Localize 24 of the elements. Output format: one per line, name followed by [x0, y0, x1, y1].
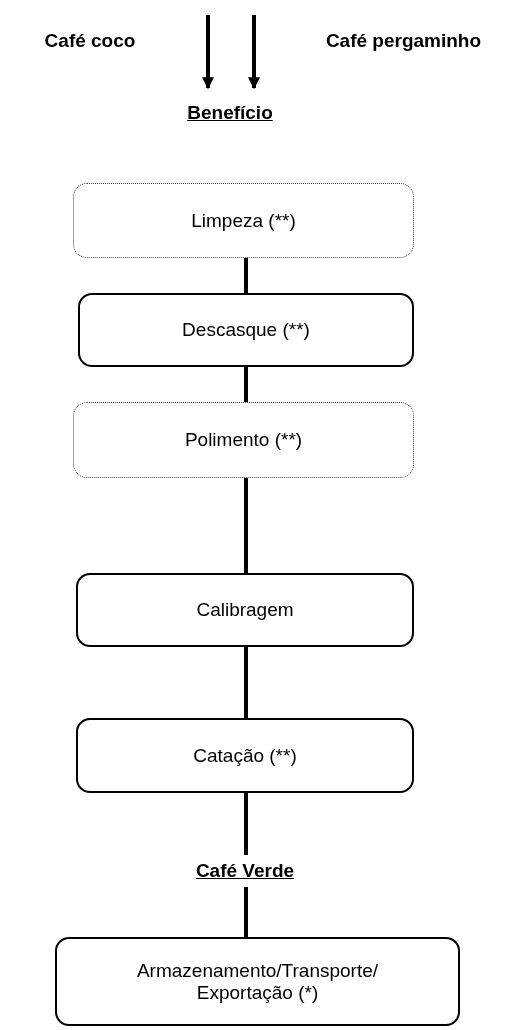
process-box — [55, 937, 460, 1026]
connector-line — [244, 793, 248, 855]
process-box — [73, 402, 414, 478]
input-label: Café pergaminho — [296, 26, 511, 56]
stage-heading: Café Verde — [170, 855, 320, 887]
process-box — [76, 718, 414, 793]
process-label: Armazenamento/Transporte/ Exportação (*) — [135, 959, 380, 1004]
arrow — [202, 15, 214, 90]
connector-line — [244, 647, 248, 718]
stage-heading: Benefício — [165, 98, 295, 128]
connector-line — [244, 478, 248, 573]
process-label: Descasque (**) — [182, 319, 310, 341]
process-box — [78, 293, 414, 367]
process-label: Calibragem — [196, 599, 294, 621]
arrow — [248, 15, 260, 90]
input-label: Café coco — [30, 26, 150, 56]
process-box — [73, 183, 414, 258]
connector-line — [244, 367, 248, 402]
process-label: Catação (**) — [193, 744, 297, 767]
connector-line — [244, 887, 248, 937]
process-box — [76, 573, 414, 647]
process-label: Polimento (**) — [184, 429, 303, 451]
process-label: Limpeza (**) — [191, 209, 296, 232]
connector-line — [244, 258, 248, 293]
